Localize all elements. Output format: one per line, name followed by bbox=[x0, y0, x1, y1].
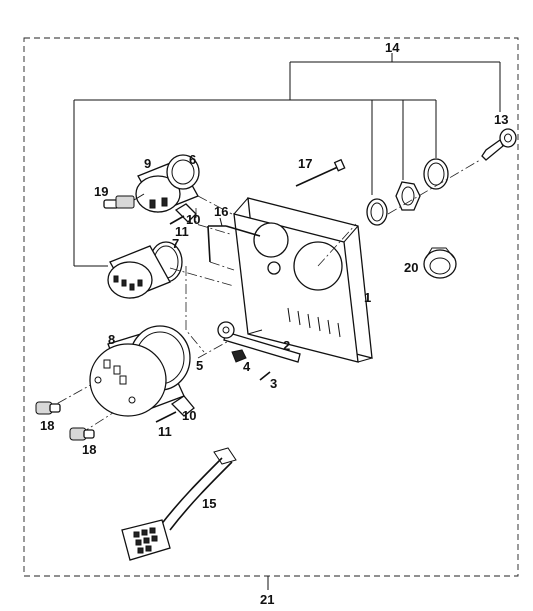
label-1: 1 bbox=[364, 290, 371, 305]
clamp-lower bbox=[170, 395, 195, 417]
label-19: 19 bbox=[94, 184, 108, 199]
bulb-holder-lower bbox=[69, 427, 95, 441]
ignition-key bbox=[481, 128, 517, 161]
label-13: 13 bbox=[494, 112, 508, 127]
leader-16 bbox=[219, 217, 223, 227]
hex-nut bbox=[395, 181, 421, 211]
label-11-upper: 11 bbox=[175, 224, 189, 239]
lock-washer bbox=[423, 158, 449, 190]
long-screw bbox=[295, 158, 346, 187]
part-number-labels: 14 13 9 6 17 19 16 10 11 7 20 1 8 2 5 4 … bbox=[40, 40, 508, 607]
label-18-upper: 18 bbox=[40, 418, 54, 433]
label-15: 15 bbox=[202, 496, 216, 511]
label-3: 3 bbox=[270, 376, 277, 391]
bulb-holder-upper bbox=[35, 401, 61, 415]
label-9: 9 bbox=[144, 156, 151, 171]
small-screw-upper bbox=[169, 215, 185, 225]
wiring-harness bbox=[121, 447, 237, 561]
large-gauge bbox=[89, 325, 191, 417]
label-7: 7 bbox=[172, 236, 179, 251]
gauge-bracket-strip bbox=[217, 321, 301, 363]
label-21: 21 bbox=[260, 592, 274, 607]
bulb-holder-plug bbox=[103, 193, 145, 209]
spring-clip bbox=[231, 349, 247, 363]
label-2: 2 bbox=[283, 338, 290, 353]
switch-body-lower bbox=[107, 245, 171, 299]
label-6: 6 bbox=[189, 152, 196, 167]
assembly-axis-lines bbox=[41, 159, 481, 435]
label-11-lower: 11 bbox=[158, 424, 172, 439]
bracket-screw bbox=[259, 371, 271, 381]
mounting-rod bbox=[207, 225, 261, 263]
label-18-lower: 18 bbox=[82, 442, 96, 457]
label-16: 16 bbox=[214, 204, 228, 219]
small-screw-lower bbox=[155, 411, 177, 423]
label-4: 4 bbox=[243, 359, 251, 374]
label-14: 14 bbox=[385, 40, 400, 55]
label-10-lower: 10 bbox=[182, 408, 196, 423]
switch-body-upper bbox=[135, 154, 200, 213]
label-5: 5 bbox=[196, 358, 203, 373]
label-8: 8 bbox=[108, 332, 115, 347]
sealing-ring bbox=[366, 198, 388, 226]
label-10-upper: 10 bbox=[186, 212, 200, 227]
kit-boundary-frame bbox=[23, 37, 519, 577]
retaining-clip bbox=[423, 247, 457, 279]
instrument-panel-housing bbox=[233, 197, 373, 363]
label-20: 20 bbox=[404, 260, 418, 275]
group-bracket-14 bbox=[73, 53, 501, 267]
label-17: 17 bbox=[298, 156, 312, 171]
